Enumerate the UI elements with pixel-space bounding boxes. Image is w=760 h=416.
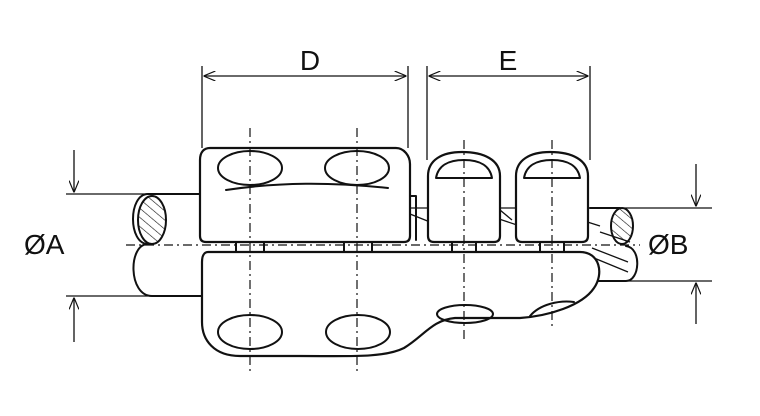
dimension-e-label: E — [499, 45, 518, 76]
dimension-a: ØA — [24, 150, 200, 342]
dimension-b-label: ØB — [648, 229, 688, 260]
bolt-shanks — [235, 241, 565, 253]
upper-clamp-large — [198, 146, 412, 244]
dimension-b: ØB — [600, 164, 712, 324]
dimension-d: D — [201, 45, 409, 148]
lower-bolt-head-2 — [325, 314, 391, 350]
lower-nut-1 — [436, 304, 494, 324]
left-cable-section — [137, 195, 167, 245]
lower-bolt-head-1 — [217, 314, 283, 350]
right-cable-section — [610, 207, 634, 245]
lower-clamp-body — [200, 250, 601, 358]
dimension-e: E — [426, 45, 591, 160]
upper-clamp-edge — [225, 182, 389, 191]
dimension-d-label: D — [300, 45, 320, 76]
lower-nut-2 — [529, 300, 575, 317]
dimension-a-label: ØA — [24, 229, 65, 260]
center-lines — [126, 128, 640, 372]
